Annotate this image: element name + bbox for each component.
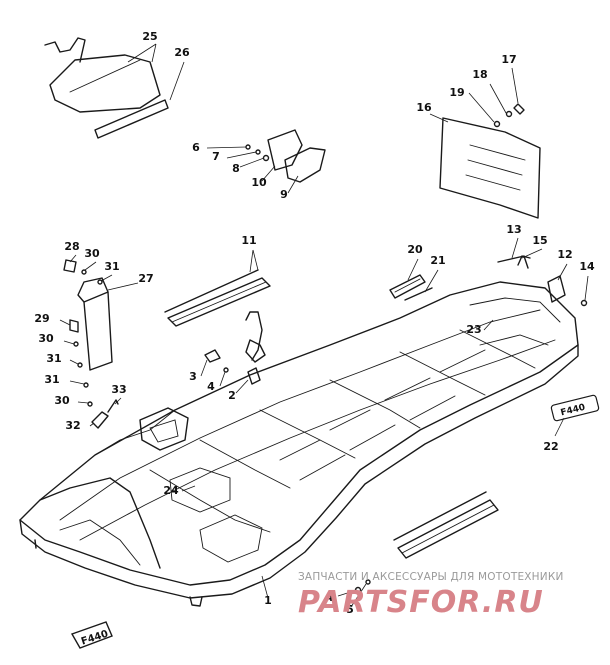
trim-piece-20 bbox=[389, 274, 433, 301]
watermark-logo: PARTSFOR.RU bbox=[298, 585, 544, 620]
part-number-label: 4 bbox=[207, 380, 215, 393]
part-number-label: 31 bbox=[46, 352, 61, 365]
part-number-label: 12 bbox=[557, 248, 572, 261]
part-number-label: 26 bbox=[174, 46, 190, 59]
part-number-label: 5 bbox=[346, 603, 354, 616]
part-number-label: 22 bbox=[543, 440, 558, 453]
watermark: ЗАПЧАСТИ И АКСЕССУАРЫ ДЛЯ МОТОТЕХНИКИ PA… bbox=[298, 571, 564, 620]
part-number-label: 20 bbox=[407, 243, 423, 256]
hood-latch bbox=[245, 311, 266, 385]
front-model-plate: F440 bbox=[70, 621, 113, 649]
running-board-strip-lower bbox=[393, 491, 499, 559]
rear-flap-fasteners bbox=[493, 103, 525, 128]
part-labels: 1234456789101112131415161718192021222324… bbox=[34, 30, 595, 616]
rear-flap bbox=[439, 117, 541, 219]
part-number-label: 23 bbox=[466, 323, 481, 336]
left-support-bracket bbox=[63, 259, 119, 429]
part-number-label: 10 bbox=[251, 176, 267, 189]
part-number-label: 21 bbox=[430, 254, 445, 267]
small-bolts-set bbox=[204, 349, 371, 594]
running-board-strip-upper bbox=[164, 269, 271, 327]
bracket-assembly bbox=[245, 129, 326, 183]
part-number-label: 14 bbox=[579, 260, 595, 273]
part-number-label: 13 bbox=[506, 223, 521, 236]
leader-lines bbox=[59, 43, 589, 608]
part-number-label: 30 bbox=[84, 247, 100, 260]
rear-model-badge: F440 bbox=[550, 394, 600, 422]
part-number-label: 18 bbox=[472, 68, 487, 81]
part-number-label: 30 bbox=[54, 394, 70, 407]
part-number-label: 31 bbox=[104, 260, 119, 273]
part-number-label: 33 bbox=[111, 383, 126, 396]
part-number-label: 31 bbox=[44, 373, 59, 386]
chassis-hull bbox=[19, 281, 579, 607]
part-number-label: 3 bbox=[189, 370, 197, 383]
part-number-label: 15 bbox=[532, 234, 547, 247]
part-number-label: 6 bbox=[192, 141, 200, 154]
part-number-label: 28 bbox=[64, 240, 79, 253]
watermark-tagline: ЗАПЧАСТИ И АКСЕССУАРЫ ДЛЯ МОТОТЕХНИКИ bbox=[298, 571, 564, 583]
part-number-label: 25 bbox=[142, 30, 157, 43]
part-number-label: 11 bbox=[241, 234, 256, 247]
part-number-label: 4 bbox=[326, 591, 334, 604]
tank-assembly bbox=[44, 37, 169, 139]
part-number-label: 8 bbox=[232, 162, 240, 175]
part-number-label: 17 bbox=[501, 53, 516, 66]
part-number-label: 32 bbox=[65, 419, 80, 432]
part-number-label: 2 bbox=[228, 389, 236, 402]
part-number-label: 16 bbox=[416, 101, 432, 114]
part-number-label: 27 bbox=[138, 272, 153, 285]
part-number-label: 19 bbox=[449, 86, 464, 99]
part-number-label: 29 bbox=[34, 312, 49, 325]
part-number-label: 30 bbox=[38, 332, 54, 345]
part-number-label: 7 bbox=[212, 150, 220, 163]
rear-bracket-12 bbox=[497, 255, 588, 307]
part-number-label: 24 bbox=[163, 484, 179, 497]
part-number-label: 1 bbox=[264, 594, 272, 607]
part-number-label: 9 bbox=[280, 188, 288, 201]
